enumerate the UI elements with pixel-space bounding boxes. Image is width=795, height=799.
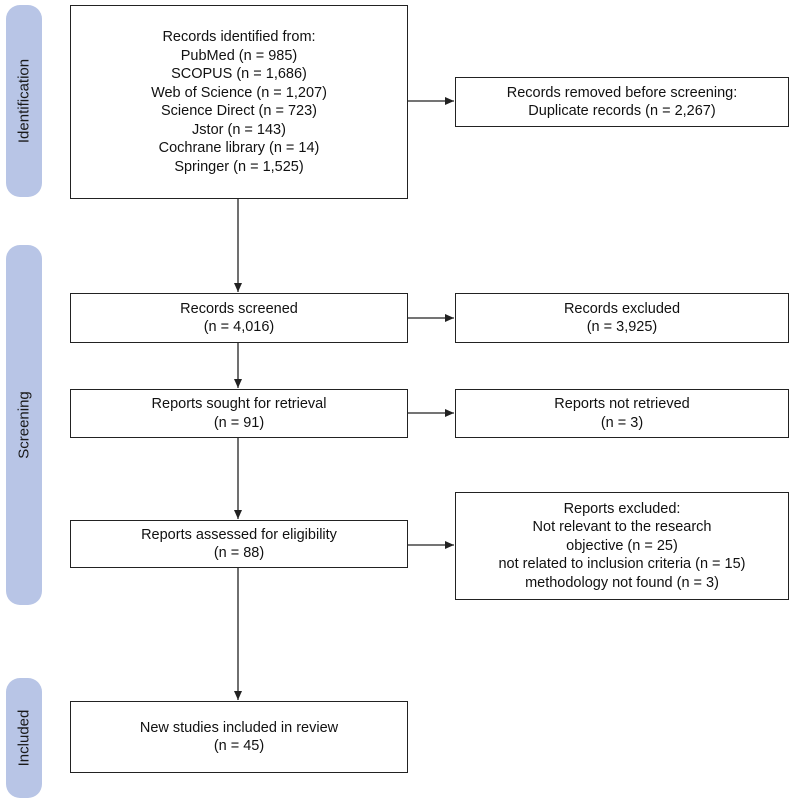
reports-assessed-box: Reports assessed for eligibility (n = 88… bbox=[70, 520, 408, 568]
source-pubmed: PubMed (n = 985) bbox=[180, 47, 298, 64]
records-screened-title: Records screened bbox=[180, 300, 298, 317]
source-science-direct: Science Direct (n = 723) bbox=[161, 103, 317, 119]
records-excluded-box: Records excluded (n = 3,925) bbox=[455, 293, 789, 343]
reports-not-retrieved-title: Reports not retrieved bbox=[554, 396, 690, 412]
records-screened-count: (n = 4,016) bbox=[203, 319, 275, 335]
reason-not-relevant-count: objective (n = 25) bbox=[566, 537, 678, 554]
reason-not-relevant: Not relevant to the research bbox=[532, 519, 712, 536]
records-removed-box: Records removed before screening: Duplic… bbox=[455, 77, 789, 127]
records-screened-box: Records screened (n = 4,016) bbox=[70, 293, 408, 343]
phase-identification: Identification bbox=[6, 5, 42, 197]
reports-assessed-count: (n = 88) bbox=[213, 545, 265, 561]
records-excluded-count: (n = 3,925) bbox=[586, 319, 658, 335]
records-excluded-title: Records excluded bbox=[563, 300, 681, 317]
studies-included-box: New studies included in review (n = 45) bbox=[70, 701, 408, 773]
reports-not-retrieved-count: (n = 3) bbox=[600, 414, 644, 431]
reports-excluded-box: Reports excluded: Not relevant to the re… bbox=[455, 492, 789, 600]
phase-included: Included bbox=[6, 678, 42, 798]
duplicate-records-count: Duplicate records (n = 2,267) bbox=[528, 103, 716, 119]
source-jstor: Jstor (n = 143) bbox=[192, 121, 286, 138]
source-scopus: SCOPUS (n = 1,686) bbox=[171, 66, 307, 82]
reports-sought-title: Reports sought for retrieval bbox=[151, 396, 327, 412]
phase-screening: Screening bbox=[6, 245, 42, 605]
reports-not-retrieved-box: Reports not retrieved (n = 3) bbox=[455, 389, 789, 438]
reason-methodology: methodology not found (n = 3) bbox=[525, 574, 719, 591]
records-identified-box: Records identified from: PubMed (n = 985… bbox=[70, 5, 408, 199]
reports-sought-box: Reports sought for retrieval (n = 91) bbox=[70, 389, 408, 438]
records-removed-title: Records removed before screening: bbox=[506, 84, 738, 101]
reports-assessed-title: Reports assessed for eligibility bbox=[141, 526, 337, 543]
source-cochrane: Cochrane library (n = 14) bbox=[158, 140, 320, 156]
studies-included-count: (n = 45) bbox=[213, 738, 265, 754]
source-web-of-science: Web of Science (n = 1,207) bbox=[151, 84, 327, 101]
source-springer: Springer (n = 1,525) bbox=[174, 158, 304, 175]
reason-inclusion-criteria: not related to inclusion criteria (n = 1… bbox=[498, 556, 746, 573]
studies-included-title: New studies included in review bbox=[139, 719, 339, 736]
records-identified-heading: Records identified from: bbox=[162, 29, 316, 45]
reports-excluded-title: Reports excluded: bbox=[563, 500, 681, 517]
reports-sought-count: (n = 91) bbox=[213, 414, 265, 431]
